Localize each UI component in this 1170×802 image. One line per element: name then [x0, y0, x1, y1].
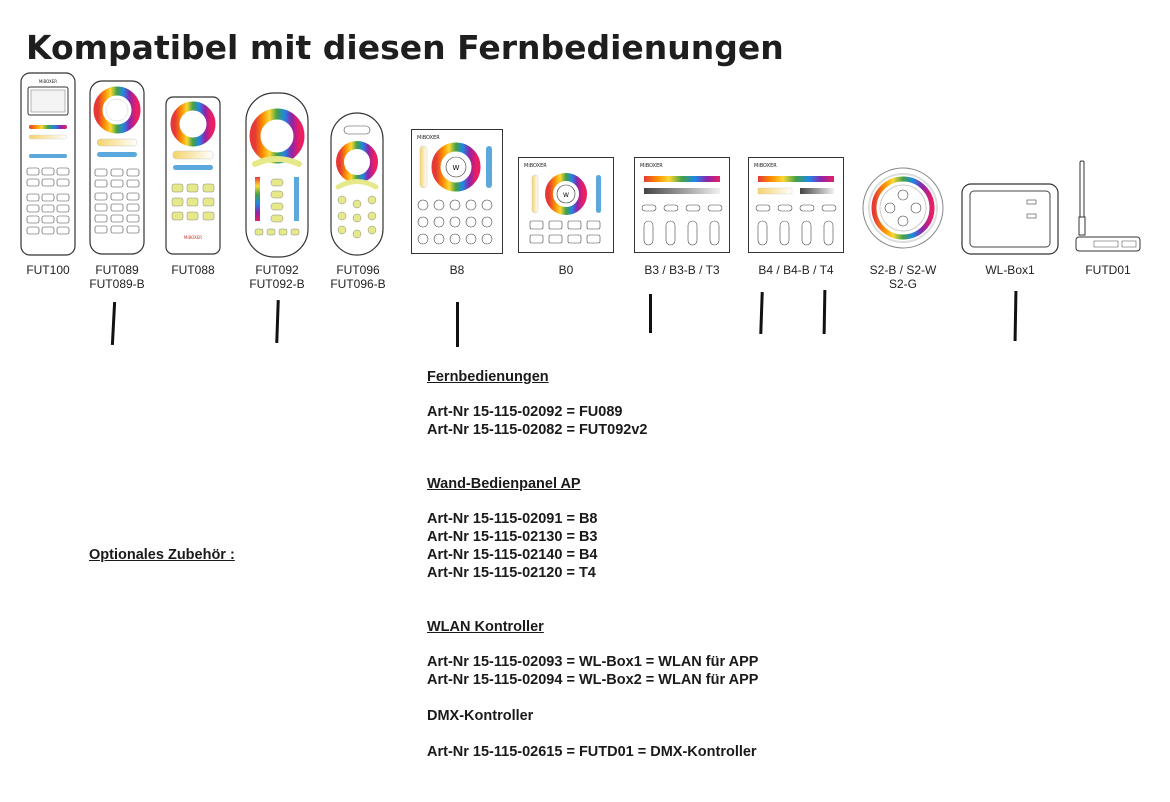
dmx-item: Art-Nr 15-115-02615 = FUTD01 = DMX-Kontr… — [427, 744, 757, 760]
wlan-item: Art-Nr 15-115-02093 = WL-Box1 = WLAN für… — [427, 654, 759, 670]
panels-item: Art-Nr 15-115-02130 = B3 — [427, 529, 598, 545]
panels-heading: Wand-Bedienpanel AP — [427, 476, 581, 492]
connector-line — [759, 291, 764, 335]
connector-line — [1013, 290, 1018, 342]
brand-text: MiBOXER — [417, 135, 440, 141]
device-label: B3 / B3-B / T3 — [644, 263, 720, 277]
page-title: Kompatibel mit diesen Fernbedienungen — [26, 28, 784, 67]
b4-panel-image: MiBOXER — [748, 157, 844, 253]
fut088-remote-image: MiBOXER — [165, 96, 221, 255]
dmx-heading: DMX-Kontroller — [427, 708, 534, 724]
panels-item: Art-Nr 15-115-02140 = B4 — [427, 547, 598, 563]
b8-panel-image: MiBOXER W — [411, 129, 503, 254]
panels-item: Art-Nr 15-115-02120 = T4 — [427, 565, 596, 581]
b0-panel-image: MiBOXER W — [518, 157, 614, 253]
device-label: FUT100 — [26, 263, 70, 277]
remotes-item: Art-Nr 15-115-02082 = FUT092v2 — [427, 422, 648, 438]
svg-text:W: W — [453, 164, 460, 172]
svg-text:W: W — [563, 192, 569, 199]
device-label: WL-Box1 — [985, 263, 1035, 277]
brand-text: MiBOXER — [640, 163, 663, 169]
connector-line — [275, 299, 280, 344]
brand-text: MiBOXER — [754, 163, 777, 169]
device-label: FUT088 — [171, 263, 215, 277]
panels-item: Art-Nr 15-115-02091 = B8 — [427, 511, 598, 527]
wl-box1-image — [961, 183, 1059, 255]
futd01-image — [1074, 159, 1142, 257]
connector-line — [456, 302, 459, 347]
s2-panel-image — [862, 167, 944, 249]
remotes-item: Art-Nr 15-115-02092 = FU089 — [427, 404, 623, 420]
device-label: B4 / B4-B / T4 — [758, 263, 834, 277]
fut092-remote-image — [245, 92, 309, 258]
remotes-heading: Fernbedienungen — [427, 369, 549, 385]
device-label: B0 — [558, 263, 574, 277]
brand-text: MiBOXER — [39, 79, 57, 84]
connector-line — [110, 301, 117, 346]
fut100-remote-image: MiBOXER — [20, 72, 76, 256]
connector-line — [649, 294, 652, 333]
fut089-remote-image — [89, 80, 145, 255]
fut096-remote-image — [330, 112, 384, 256]
device-label: B8 — [449, 263, 465, 277]
wlan-heading: WLAN Kontroller — [427, 619, 544, 635]
connector-line — [822, 289, 827, 335]
brand-text: MiBOXER — [184, 235, 202, 240]
device-label: FUTD01 — [1085, 263, 1131, 277]
brand-text: MiBOXER — [524, 163, 547, 169]
optional-accessories-label: Optionales Zubehör : — [89, 547, 235, 563]
b3-panel-image: MiBOXER — [634, 157, 730, 253]
wlan-item: Art-Nr 15-115-02094 = WL-Box2 = WLAN für… — [427, 672, 759, 688]
